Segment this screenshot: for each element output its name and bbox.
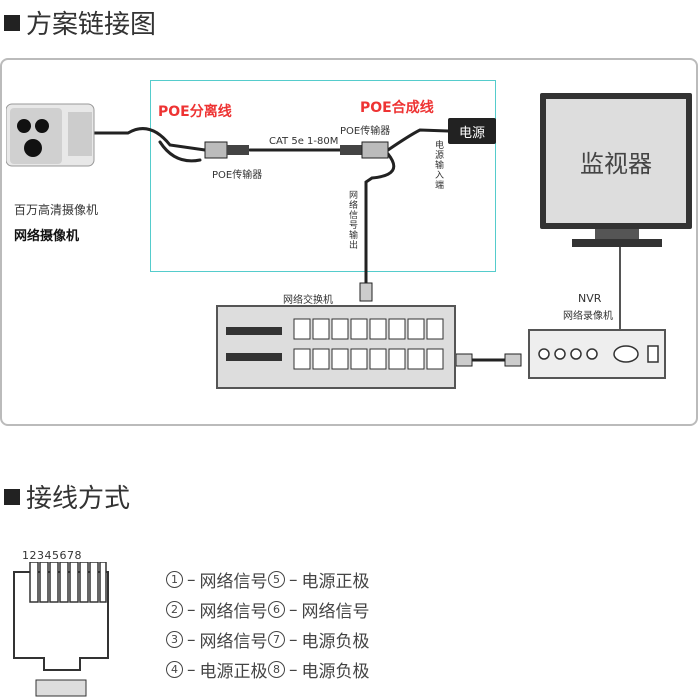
network-output-label: 网络信号输出 xyxy=(347,190,357,250)
pin-number-badge: 3 xyxy=(166,631,183,648)
section-title-wiring: 接线方式 xyxy=(4,478,130,515)
poe-area-frame xyxy=(150,80,496,272)
pinout-item: 1–网络信号 xyxy=(166,567,268,592)
switch-port xyxy=(388,318,406,340)
pin-number-badge: 7 xyxy=(268,631,285,648)
dash-separator: – xyxy=(289,599,298,620)
monitor-label: 监视器 xyxy=(580,149,652,178)
monitor-screen: 监视器 xyxy=(546,99,686,223)
section-title-text: 方案链接图 xyxy=(26,10,157,40)
pin-function-label: 网络信号 xyxy=(199,602,268,622)
camera-label-network: 网络摄像机 xyxy=(14,229,80,244)
bullet-square-icon xyxy=(4,488,20,505)
switch-port xyxy=(350,348,368,370)
power-supply: 电源 xyxy=(448,118,496,144)
section-title-text: 接线方式 xyxy=(26,484,131,514)
poe-split-title: POE分离线 xyxy=(158,104,232,120)
switch-port xyxy=(407,348,425,370)
pin-function-label: 电源正极 xyxy=(199,662,268,682)
pin-function-label: 电源负极 xyxy=(301,662,370,682)
nvr-monitor-cable xyxy=(614,245,621,330)
pin-function-label: 网络信号 xyxy=(301,602,370,622)
bullet-square-icon xyxy=(4,14,20,31)
switch-port xyxy=(331,348,349,370)
nvr-device xyxy=(528,329,666,379)
rj45-plug-switch-side xyxy=(455,353,473,367)
poe-combine-plug xyxy=(340,145,362,155)
split-cable-branch xyxy=(158,140,202,163)
monitor-neck xyxy=(595,229,639,239)
dash-separator: – xyxy=(289,659,298,680)
switch-port xyxy=(350,318,368,340)
rj45-plug-switch xyxy=(359,282,373,302)
pinout-item: 3–网络信号 xyxy=(166,627,268,652)
dash-separator: – xyxy=(187,599,196,620)
switch-port xyxy=(293,318,311,340)
switch-port xyxy=(426,348,444,370)
nvr-label: NVR xyxy=(578,292,602,305)
switch-port xyxy=(369,348,387,370)
switch-port xyxy=(293,348,311,370)
dash-separator: – xyxy=(289,569,298,590)
poe-combine-connector xyxy=(361,141,389,159)
dash-separator: – xyxy=(187,569,196,590)
switch-port xyxy=(388,348,406,370)
monitor: 监视器 xyxy=(540,93,692,229)
power-cable xyxy=(386,128,450,152)
pinout-item: 6–网络信号 xyxy=(268,597,370,622)
camera-label-hd: 百万高清摄像机 xyxy=(14,203,99,217)
poe-combine-transmitter-label: POE传输器 xyxy=(340,126,391,137)
dash-separator: – xyxy=(187,659,196,680)
pin-function-label: 网络信号 xyxy=(199,572,268,592)
pin-number-badge: 6 xyxy=(268,601,285,618)
poe-combine-title: POE合成线 xyxy=(360,100,434,116)
pin-number-badge: 2 xyxy=(166,601,183,618)
pinout-item: 7–电源负极 xyxy=(268,627,370,652)
rj45-connector-icon xyxy=(13,562,109,697)
pin-function-label: 电源正极 xyxy=(301,572,370,592)
rj45-plug-nvr-side xyxy=(504,353,522,367)
camera-cable xyxy=(90,127,207,152)
nvr-label-cn: 网络录像机 xyxy=(563,311,613,322)
pinout-item: 2–网络信号 xyxy=(166,597,268,622)
pinout-item: 5–电源正极 xyxy=(268,567,370,592)
switch-port xyxy=(312,348,330,370)
switch-port xyxy=(331,318,349,340)
section-title-diagram: 方案链接图 xyxy=(4,4,156,41)
dash-separator: – xyxy=(187,629,196,650)
network-switch xyxy=(216,305,456,389)
switch-port xyxy=(407,318,425,340)
camera-icon xyxy=(6,103,95,167)
pin-number-badge: 1 xyxy=(166,571,183,588)
pin-function-label: 网络信号 xyxy=(199,632,268,652)
pin-number-badge: 4 xyxy=(166,661,183,678)
monitor-base xyxy=(572,239,662,247)
switch-port xyxy=(369,318,387,340)
diagram-frame xyxy=(0,58,698,426)
rj45-pin-numbers: 12345678 xyxy=(22,549,82,562)
switch-port xyxy=(426,318,444,340)
pinout-item: 4–电源正极 xyxy=(166,657,268,682)
cable-spec-label: CAT 5e 1-80M xyxy=(269,136,339,147)
pin-number-badge: 8 xyxy=(268,661,285,678)
switch-ports-icon xyxy=(226,318,444,370)
poe-split-plug xyxy=(227,145,249,155)
nvr-panel-icon xyxy=(538,345,659,363)
network-output-cable xyxy=(364,152,396,292)
pin-number-badge: 5 xyxy=(268,571,285,588)
poe-split-transmitter-label: POE传输器 xyxy=(212,170,263,181)
power-input-label: 电源输入端 xyxy=(433,140,443,190)
switch-port xyxy=(312,318,330,340)
dash-separator: – xyxy=(289,629,298,650)
switch-label: 网络交换机 xyxy=(283,295,333,306)
poe-split-connector xyxy=(204,141,228,159)
pinout-item: 8–电源负极 xyxy=(268,657,370,682)
pin-function-label: 电源负极 xyxy=(301,632,370,652)
